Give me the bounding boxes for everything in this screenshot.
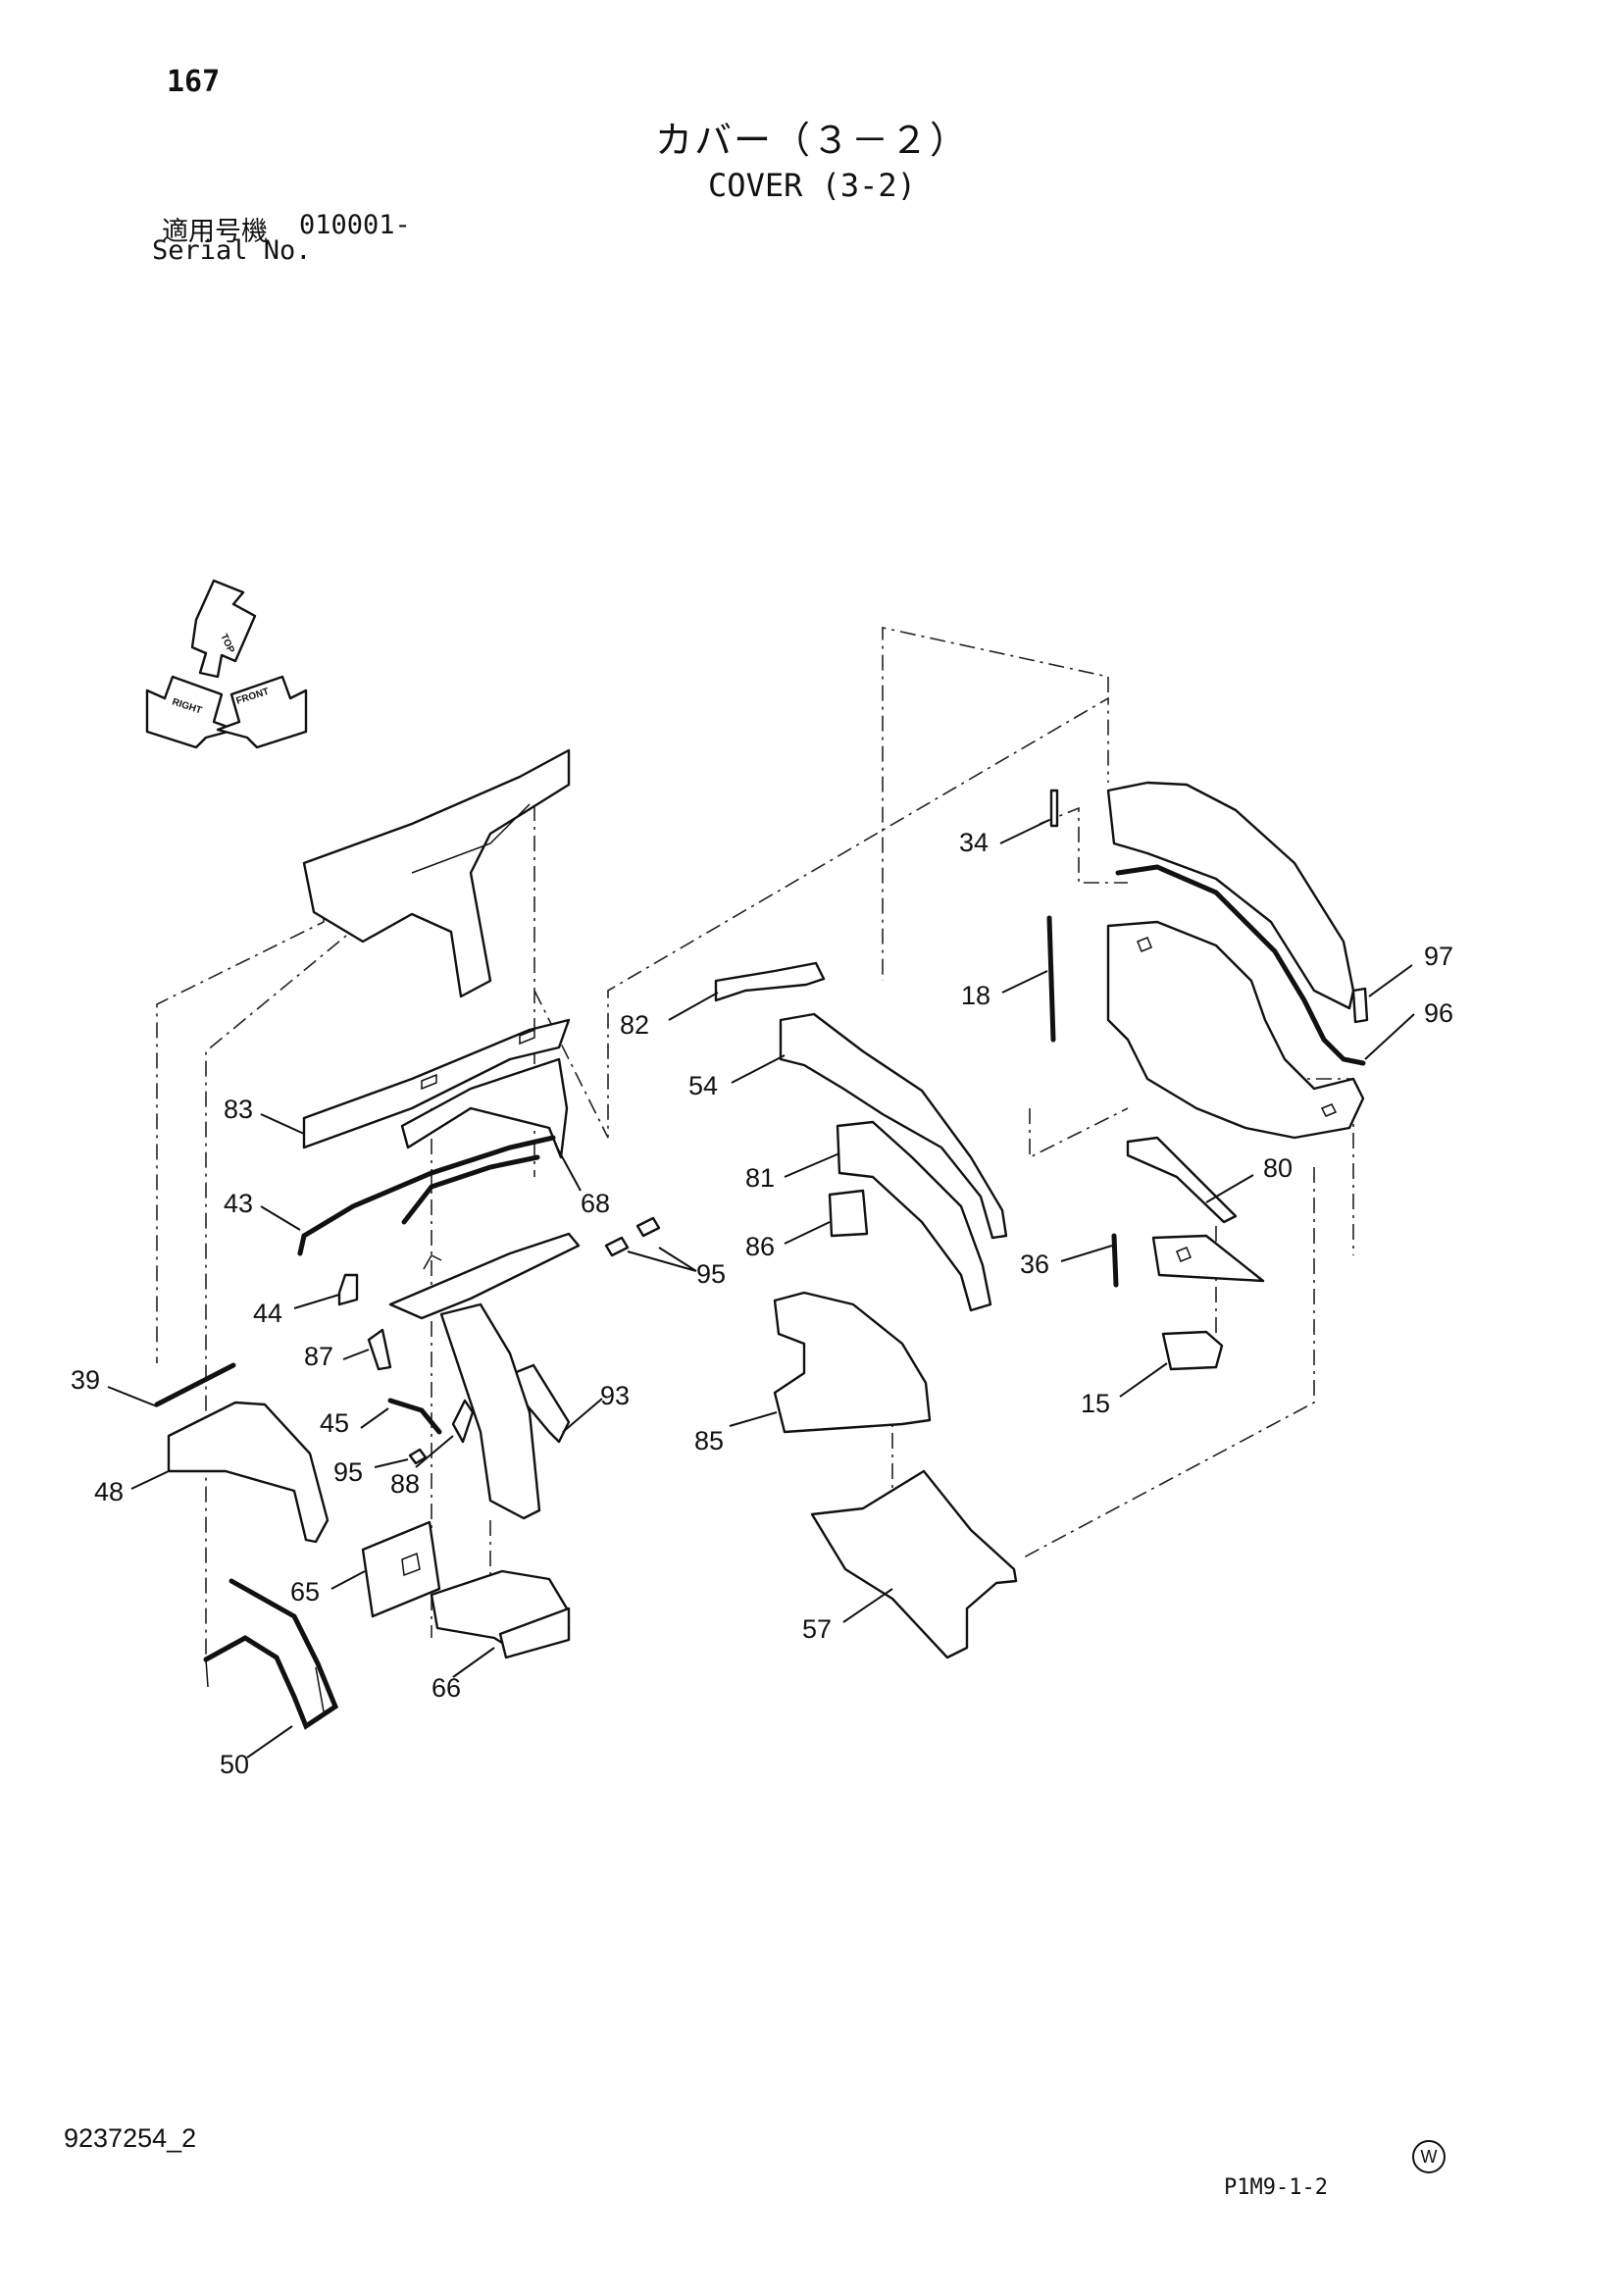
cover-parts xyxy=(154,748,1369,1730)
callout-leader-lines xyxy=(107,819,1415,1759)
callout-95-upper: 95 xyxy=(696,1259,726,1289)
document-number: 9237254_2 xyxy=(64,2123,197,2153)
serial-label-english: Serial No. xyxy=(152,235,312,266)
callout-18: 18 xyxy=(961,981,990,1010)
callout-50: 50 xyxy=(220,1750,249,1779)
callout-39: 39 xyxy=(71,1365,100,1395)
circled-w-mark: W xyxy=(1412,2140,1446,2173)
orientation-arrows-icon: TOP RIGHT FRONT xyxy=(145,579,308,749)
callout-66: 66 xyxy=(431,1673,461,1703)
figure-code: P1M9-1-2 xyxy=(1224,2175,1328,2200)
page-title-japanese: カバー（３－２） xyxy=(654,119,969,162)
callout-88: 88 xyxy=(390,1469,420,1499)
callout-81: 81 xyxy=(745,1163,775,1193)
callout-36: 36 xyxy=(1020,1250,1049,1279)
callout-82: 82 xyxy=(620,1010,649,1040)
callout-65: 65 xyxy=(290,1577,320,1607)
callout-93: 93 xyxy=(600,1381,630,1410)
callout-80: 80 xyxy=(1263,1153,1293,1183)
callout-43: 43 xyxy=(224,1189,253,1218)
callout-54: 54 xyxy=(688,1071,718,1100)
callout-97: 97 xyxy=(1424,942,1453,971)
callout-45: 45 xyxy=(320,1408,349,1438)
callout-44: 44 xyxy=(253,1299,282,1328)
callout-15: 15 xyxy=(1081,1389,1110,1418)
callout-48: 48 xyxy=(94,1477,124,1506)
callout-87: 87 xyxy=(304,1342,333,1371)
callout-95-lower: 95 xyxy=(333,1457,363,1487)
callout-83: 83 xyxy=(224,1095,253,1124)
callout-34: 34 xyxy=(959,828,989,857)
serial-label-japanese: 適用号機 xyxy=(162,217,268,247)
callout-85: 85 xyxy=(694,1426,724,1455)
callout-86: 86 xyxy=(745,1232,775,1261)
callout-68: 68 xyxy=(581,1189,610,1218)
callout-96: 96 xyxy=(1424,998,1453,1028)
page-title-english: COVER (3-2) xyxy=(708,167,916,204)
serial-number-value: 010001- xyxy=(299,210,411,240)
part-callout-labels: 34 18 97 96 82 54 83 43 68 81 86 80 36 9… xyxy=(71,828,1453,1779)
callout-57: 57 xyxy=(802,1614,832,1644)
page-number: 167 xyxy=(167,65,221,99)
